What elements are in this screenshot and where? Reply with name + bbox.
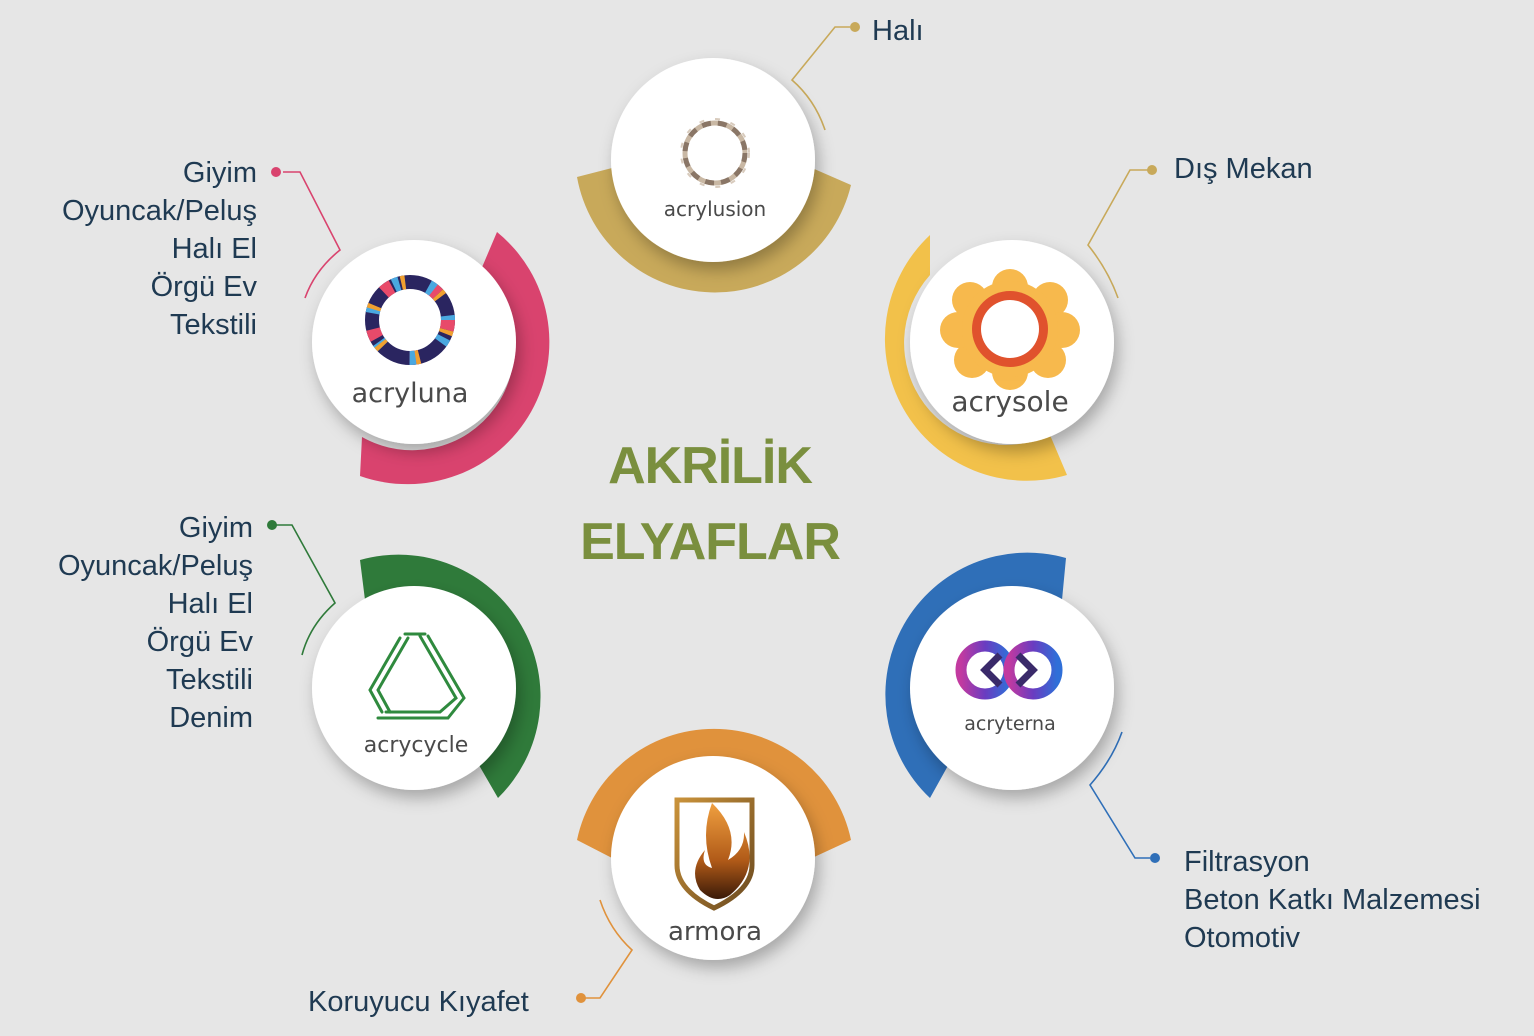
connector-dot-armora (576, 993, 586, 1003)
brand-acrycycle: acrycycle (364, 733, 469, 758)
brand-acryluna: acryluna (352, 378, 469, 409)
arc-acrysole (884, 235, 1067, 481)
use-item: Halı (872, 15, 924, 47)
use-item: Giyim (178, 512, 253, 544)
infinity-loop-icon (955, 640, 1063, 700)
uses-acryterna: Filtrasyon Beton Katkı Malzemesi Otomoti… (1184, 843, 1481, 957)
connector-acrysole (1087, 169, 1148, 299)
use-item: Tekstili (169, 309, 257, 341)
use-item: Oyuncak/Peluş (61, 195, 257, 227)
use-item: Tekstili (165, 664, 253, 696)
chain-ring-icon (680, 118, 750, 188)
connector-armora (585, 899, 634, 999)
connector-dot-acryluna (271, 167, 281, 177)
arc-armora (577, 728, 851, 858)
use-item: Halı El (167, 588, 253, 620)
connector-acrylusion (790, 26, 850, 131)
use-item: Koruyucu Kıyafet (308, 986, 529, 1018)
uses-acrycycle: Giyim Oyuncak/Peluş Halı El Örgü Ev Teks… (20, 509, 253, 737)
use-item: Giyim (182, 157, 257, 189)
connector-acryterna (1089, 731, 1150, 859)
title-line-2: ELYAFLAR (580, 513, 841, 571)
uses-acrylusion: Halı (872, 12, 924, 50)
title-line-1: AKRİLİK (608, 437, 813, 495)
use-item: Örgü Ev (146, 626, 253, 658)
connector-dot-acryterna (1150, 853, 1160, 863)
connector-dot-acrycycle (267, 520, 277, 530)
use-item: Örgü Ev (150, 271, 257, 303)
use-item: Denim (169, 702, 253, 734)
connector-lines (267, 22, 1160, 1003)
infinity-chevron (980, 652, 1038, 688)
brand-acryterna: acryterna (964, 713, 1055, 735)
connector-acrycycle (276, 524, 337, 656)
recycle-triangle-icon (368, 632, 466, 720)
uses-acryluna: Giyim Oyuncak/Peluş Halı El Örgü Ev Teks… (20, 154, 257, 344)
mosaic-ring-icon (365, 275, 455, 365)
connector-dot-acrylusion (850, 22, 860, 32)
circle-acrylusion (611, 58, 815, 262)
use-item: Beton Katkı Malzemesi (1184, 884, 1481, 916)
use-item: Otomotiv (1184, 922, 1301, 954)
use-item: Filtrasyon (1184, 846, 1310, 878)
brand-armora: armora (668, 917, 762, 947)
use-item: Oyuncak/Peluş (57, 550, 253, 582)
use-item: Halı El (171, 233, 257, 265)
circle-acrycycle (312, 586, 516, 790)
sun-flower-icon (940, 269, 1080, 390)
use-item: Dış Mekan (1174, 153, 1313, 185)
flame-shield-icon (674, 797, 755, 911)
uses-armora: Koruyucu Kıyafet (308, 983, 529, 1021)
circle-acryluna (312, 240, 516, 444)
brand-acrylusion: acrylusion (664, 197, 766, 221)
connector-acryluna (283, 171, 342, 299)
brand-acrysole: acrysole (951, 385, 1068, 418)
connector-dot-acrysole (1147, 165, 1157, 175)
uses-acrysole: Dış Mekan (1174, 150, 1313, 188)
arc-acrylusion (577, 168, 851, 293)
